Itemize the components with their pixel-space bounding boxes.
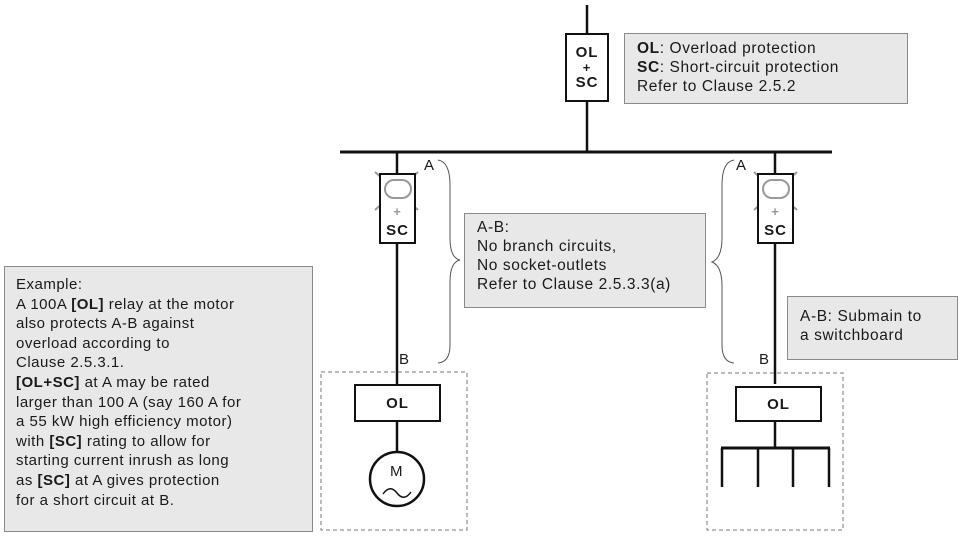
example-line4: overload according to <box>16 334 170 352</box>
right-branch-device: OL + SC <box>757 173 794 244</box>
main-device-ol-label: OL <box>575 44 599 61</box>
legend-sc-text: : Short-circuit protection <box>659 59 840 76</box>
example-line9c: rating to allow for <box>82 432 211 450</box>
left-point-a: A <box>424 157 435 174</box>
left-ab-brace <box>437 159 461 364</box>
example-line10: starting current inrush as long <box>16 452 230 470</box>
example-line9b: [SC] <box>49 432 83 450</box>
center-note-line4: Refer to Clause 2.5.3.3(a) <box>477 276 671 293</box>
example-line2b: [OL] <box>71 295 105 313</box>
motor-ac-symbol <box>382 488 412 498</box>
example-line7: larger than 100 A (say 160 A for <box>16 393 242 411</box>
example-line2c: relay at the motor <box>104 295 235 313</box>
left-device-ol-crossed: OL <box>383 179 412 199</box>
example-line11c: at A gives protection <box>70 471 220 489</box>
example-line2a: A 100A <box>16 295 72 313</box>
right-point-a: A <box>736 157 747 174</box>
left-branch-device: OL + SC <box>379 173 416 244</box>
right-device-plus: + <box>771 204 780 219</box>
right-note-box: A-B: Submain to a switchboard <box>787 296 958 360</box>
left-device-plus: + <box>393 204 402 219</box>
legend-ol-text: : Overload protection <box>659 40 817 57</box>
main-protective-device: OL + SC <box>565 33 609 102</box>
left-device-sc-label: SC <box>386 222 409 239</box>
legend-reference: Refer to Clause 2.5.2 <box>637 78 797 95</box>
example-line5: Clause 2.5.3.1. <box>16 354 125 372</box>
right-relay-label: OL <box>767 395 790 413</box>
center-note-line3: No socket-outlets <box>477 257 607 274</box>
legend-sc-key: SC <box>637 59 660 76</box>
right-note-line2: a switchboard <box>800 327 904 344</box>
legend-ol-key: OL <box>637 40 660 57</box>
right-note-line1: A-B: Submain to <box>800 308 922 325</box>
switchboard-outgoing-circuits <box>720 448 831 487</box>
legend-box: OL: Overload protection SC: Short-circui… <box>624 33 908 104</box>
center-note-line2: No branch circuits, <box>477 238 617 255</box>
center-note-box: A-B: No branch circuits, No socket-outle… <box>464 213 706 308</box>
example-line9a: with <box>16 432 50 450</box>
center-note-line1: A-B: <box>477 219 510 236</box>
example-line11a: as <box>16 471 38 489</box>
right-ab-brace <box>710 159 735 364</box>
example-line12: for a short circuit at B. <box>16 491 175 509</box>
left-ol-relay: OL <box>354 384 441 422</box>
motor-enclosure <box>320 371 468 531</box>
main-device-sc-label: SC <box>575 74 599 91</box>
motor-label: M <box>390 463 403 480</box>
right-point-b: B <box>759 351 770 368</box>
example-line1: Example: <box>16 276 83 293</box>
left-relay-label: OL <box>386 394 409 412</box>
example-line8: a 55 kW high efficiency motor) <box>16 413 233 431</box>
right-device-ol-crossed: OL <box>761 179 790 199</box>
left-point-b: B <box>399 351 410 368</box>
main-device-plus: + <box>582 60 592 75</box>
right-ol-relay: OL <box>735 386 822 422</box>
example-line6b: at A may be rated <box>79 373 210 391</box>
example-line6a: [OL+SC] <box>16 373 80 391</box>
example-box: Example: A 100A [OL] relay at the motor … <box>4 266 313 532</box>
right-device-sc-label: SC <box>764 222 787 239</box>
example-line3: also protects A-B against <box>16 315 195 333</box>
example-line11b: [SC] <box>37 471 71 489</box>
switchboard-enclosure <box>706 372 844 531</box>
